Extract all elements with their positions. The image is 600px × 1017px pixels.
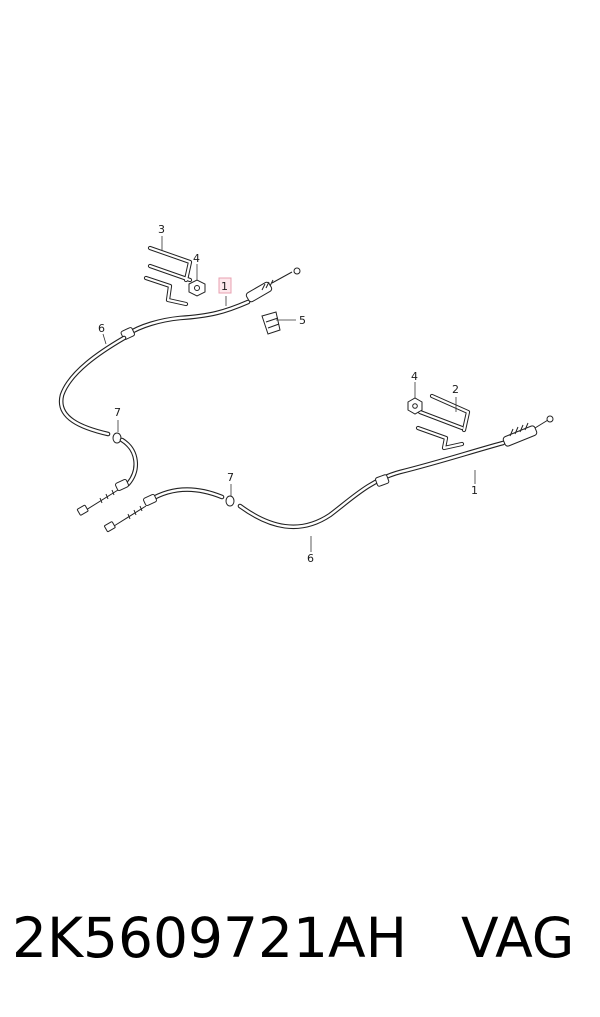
callout-4-upper: 4 xyxy=(193,252,200,265)
leader-lines xyxy=(102,236,476,552)
bracket-clip-2 xyxy=(415,393,471,451)
left-cable-spring-fitting xyxy=(245,267,301,303)
callout-labels: 1 3 4 5 6 7 7 6 1 2 4 xyxy=(98,223,478,565)
bracket-clip-3 xyxy=(143,245,193,307)
nut-4-right xyxy=(407,397,423,415)
callout-2: 2 xyxy=(452,383,459,396)
callout-6-left: 6 xyxy=(98,322,105,335)
callout-6-bottom: 6 xyxy=(307,552,314,565)
part-number: 2K5609721AH xyxy=(12,906,407,970)
grommet-left xyxy=(112,432,122,444)
brand-name: VAG xyxy=(461,906,575,970)
callout-4-right: 4 xyxy=(411,370,418,383)
callout-7-left: 7 xyxy=(114,406,121,419)
nut-4-upper xyxy=(188,279,206,297)
cable-holder-5 xyxy=(261,311,281,335)
callout-3: 3 xyxy=(158,223,165,236)
right-cable-spring-fitting xyxy=(502,415,554,447)
callout-1-top: 1 xyxy=(221,280,228,293)
callout-1-highlight xyxy=(218,277,232,294)
callout-7-mid: 7 xyxy=(227,471,234,484)
left-handbrake-cable xyxy=(58,267,301,516)
right-handbrake-cable xyxy=(104,415,554,533)
grommet-mid xyxy=(225,495,235,507)
callout-5: 5 xyxy=(299,314,306,327)
callout-1-right: 1 xyxy=(471,484,478,497)
part-info-footer: 2K5609721AH VAG xyxy=(12,898,588,978)
